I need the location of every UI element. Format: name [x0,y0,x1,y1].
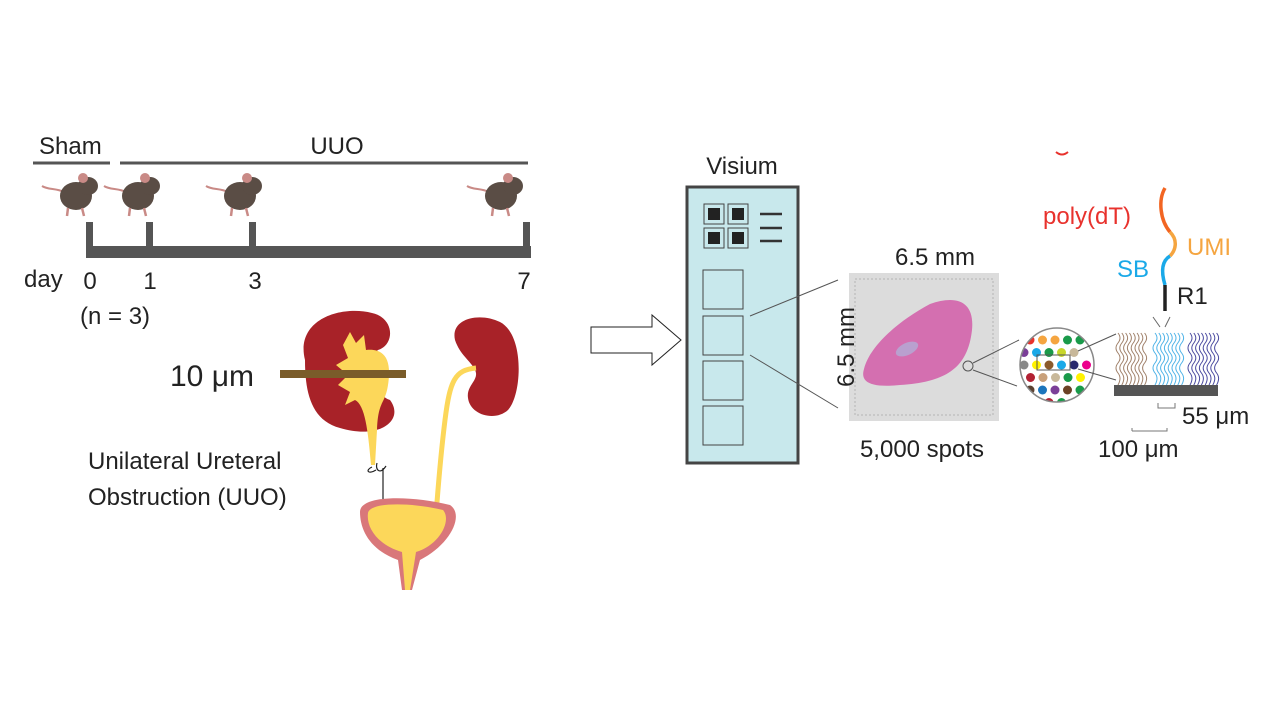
capture-area-2 [702,315,744,356]
barcode-spot [1051,373,1060,382]
tissue-capture-area [849,273,999,421]
barcode-spot [1063,373,1073,382]
spot-spacing-label: 100 μm [1098,436,1179,463]
tick-day-7 [523,222,530,252]
sb-label: SB [1117,256,1149,283]
slide-surface [1114,385,1218,396]
urinary-system-illustration [303,310,519,590]
capture-area-3 [702,360,744,401]
width-label: 6.5 mm [895,244,975,271]
barcode-spot [1057,348,1066,357]
normal-kidney [454,317,519,417]
barcode-spot [1032,398,1041,402]
barcode-spot [1038,385,1047,395]
mice-group [41,173,523,217]
spot-diameter-scale [1157,403,1176,409]
day-label: day [24,266,63,293]
section-plane-bar [280,370,406,378]
day-0-label: 0 [83,268,96,295]
barcoded-spot-grid [1019,327,1095,403]
mouse-icon [103,173,160,217]
barcode-spot [1038,335,1047,345]
procedure-label-line1: Unilateral Ureteral [88,448,281,475]
visium-title: Visium [706,153,778,180]
n-label: (n = 3) [80,303,150,330]
barcode-spot [1044,348,1054,357]
procedure-label-line2: Obstruction (UUO) [88,484,287,511]
probe-cluster [1115,332,1148,386]
barcode-spot [1050,385,1060,395]
spot-diameter-label: 55 μm [1182,403,1249,430]
tick-day-1 [146,222,153,252]
barcode-spot [1069,360,1079,370]
barcode-spot [1020,360,1029,370]
polydt-label: poly(dT) [1043,203,1131,230]
section-thickness-label: 10 μm [170,360,254,393]
barcode-spot [1020,398,1029,402]
sham-label: Sham [39,133,102,160]
spot-zoom-marker [962,360,974,372]
capture-probe-strands [1115,332,1220,386]
mouse-icon [41,173,98,217]
spots-label: 5,000 spots [860,436,984,463]
barcode-spot [1050,335,1060,345]
tick-day-0 [86,222,93,252]
arrow-right-icon [590,313,682,367]
probe-cluster [1187,332,1220,386]
barcode-spot [1069,348,1079,357]
barcode-spot [1063,385,1072,395]
barcode-spot [1044,398,1054,402]
capture-area-1 [702,269,744,310]
decorative-fragment [1055,151,1069,156]
barcode-spot [1057,398,1066,402]
timeline-axis [86,222,531,258]
day-7-label: 7 [517,268,530,295]
capture-area-4 [702,405,744,446]
tick-day-3 [249,222,256,252]
umi-label: UMI [1187,234,1231,261]
normal-ureter [433,365,477,516]
probe-cluster [1152,332,1185,386]
dilated-pelvis [336,332,390,465]
barcode-spot [1038,373,1048,382]
mouse-icon [466,173,523,217]
barcode-spot [1026,373,1035,382]
day-3-label: 3 [248,268,261,295]
ligature-suture [367,462,387,473]
barcode-spot [1057,360,1066,370]
mouse-icon [205,173,262,217]
spot-spacing-scale [1131,428,1168,432]
day-1-label: 1 [143,268,156,295]
r1-label: R1 [1177,283,1208,310]
capture-oligo [1159,187,1177,311]
barcode-spot [1063,335,1072,345]
height-label: 6.5 mm [833,307,860,387]
barcode-spot [1082,360,1091,370]
uuo-label: UUO [310,133,363,160]
barcode-spot [1044,360,1054,370]
kidney-tissue-section [863,299,973,386]
barcode-spot [1076,373,1085,382]
visium-slide [685,185,800,465]
